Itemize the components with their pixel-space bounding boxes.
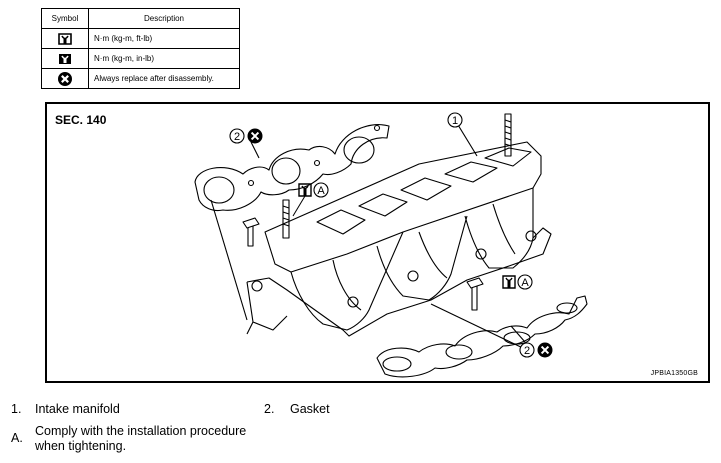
callout-part-2-lower: 2: [519, 342, 553, 358]
key-item-2: 2. Gasket: [264, 402, 464, 418]
legend-desc-replace: Always replace after disassembly.: [88, 68, 240, 89]
callout-part-1: 1: [447, 112, 463, 128]
legend-desc-ftlb: N·m (kg-m, ft-lb): [88, 28, 240, 49]
legend-header-row: Symbol Description: [41, 8, 240, 29]
key-item-2-text: Gasket: [290, 402, 330, 416]
key-item-1-text: Intake manifold: [35, 402, 120, 416]
torque-inlb-icon: [59, 53, 71, 64]
always-replace-icon: [58, 71, 72, 86]
legend-desc-inlb: N·m (kg-m, in-lb): [88, 48, 240, 69]
callout-part-2-lower-label: 2: [524, 345, 530, 357]
torque-ftlb-cell: [41, 28, 89, 49]
symbol-legend-table: Symbol Description N·m (kg-m, ft-lb) N·m…: [41, 8, 240, 89]
legend-row-replace: Always replace after disassembly.: [41, 68, 240, 89]
key-item-a-text-line2: when tightening.: [35, 439, 127, 453]
key-item-1: 1. Intake manifold: [11, 402, 271, 418]
legend-row-torque-inlb: N·m (kg-m, in-lb): [41, 48, 240, 69]
torque-note-a-upper: A: [292, 182, 329, 217]
legend-header-symbol: Symbol: [41, 8, 89, 29]
figure-code: JPBIA1350GB: [650, 370, 698, 377]
lower-gasket-drawing: [376, 295, 588, 378]
bolt-right-drawing: [466, 277, 484, 311]
key-item-a-number: A.: [11, 431, 23, 445]
intake-manifold-drawing: 1 2 2 A: [194, 112, 588, 378]
always-replace-cell: [41, 68, 89, 89]
key-item-2-number: 2.: [264, 402, 275, 416]
exploded-view-figure: SEC. 140: [45, 102, 710, 383]
torque-ftlb-icon: [298, 183, 312, 197]
legend-header-description: Description: [88, 8, 240, 29]
note-a-upper-label: A: [317, 185, 325, 197]
torque-inlb-cell: [41, 48, 89, 69]
key-item-a-text-line1: Comply with the installation procedure: [35, 424, 247, 438]
torque-note-a-lower: A: [502, 274, 533, 290]
note-a-lower-label: A: [521, 277, 529, 289]
torque-ftlb-icon: [58, 32, 72, 45]
legend-row-torque-ftlb: N·m (kg-m, ft-lb): [41, 28, 240, 49]
key-item-1-number: 1.: [11, 402, 22, 416]
torque-ftlb-icon: [502, 275, 516, 289]
manifold-body-drawing: [246, 113, 552, 337]
key-item-a: A. Comply with the installation procedur…: [11, 424, 281, 456]
upper-gasket-drawing: [194, 124, 390, 212]
bolt-left-drawing: [242, 217, 260, 247]
callout-part-2-upper-label: 2: [234, 131, 240, 143]
callout-part-2-upper: 2: [229, 128, 263, 144]
callout-part-1-label: 1: [452, 115, 458, 127]
section-label: SEC. 140: [55, 113, 107, 127]
